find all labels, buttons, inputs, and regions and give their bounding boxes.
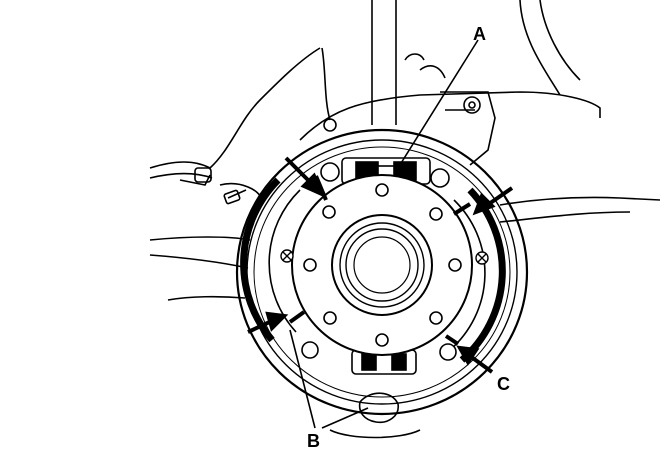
hub-flange: [291, 174, 473, 356]
callout-leaders: [289, 39, 479, 429]
retaining-screws: [280, 249, 489, 265]
callout-label-b: B: [307, 431, 320, 451]
hub-bolt-holes: [303, 183, 462, 347]
callout-label-a: A: [473, 24, 486, 44]
inspection-arrows: [247, 156, 514, 374]
callout-label-c: C: [497, 374, 510, 394]
suspension-linework: [149, 0, 661, 439]
lower-anchor: [301, 341, 457, 375]
